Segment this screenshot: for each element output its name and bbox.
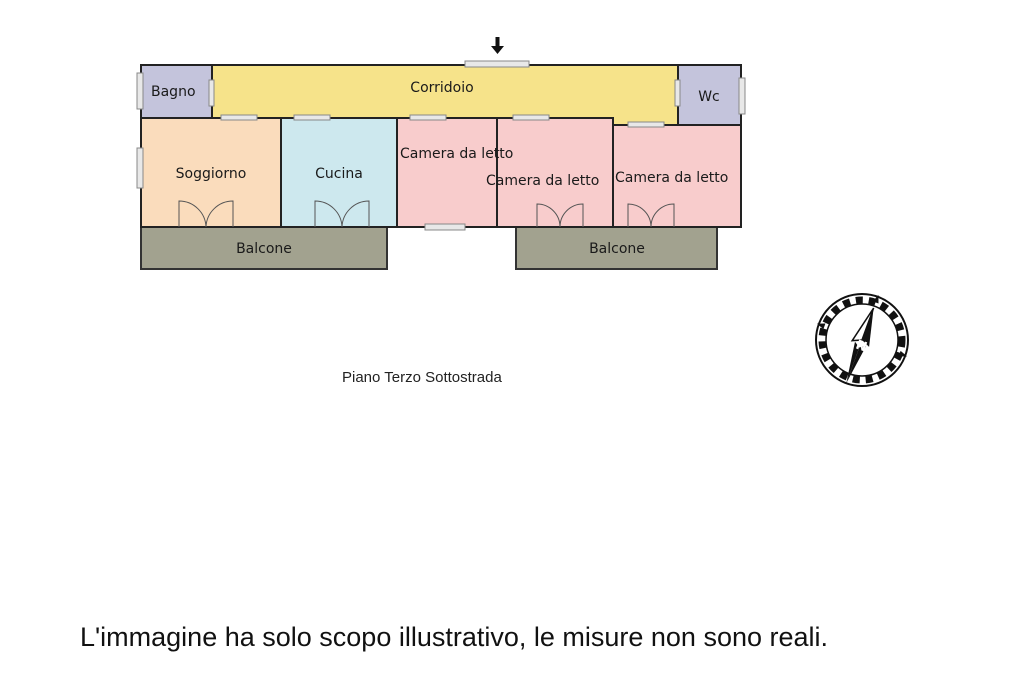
- balcone-left: [140, 226, 388, 270]
- camera1-label: Camera da letto: [400, 146, 513, 162]
- wc-room: [677, 64, 742, 126]
- camera1-room: [396, 117, 498, 228]
- entrance-arrow-icon: [491, 37, 504, 54]
- balcone-left-label: Balcone: [236, 241, 292, 257]
- compass-icon: N: [815, 293, 909, 387]
- disclaimer-text: L'immagine ha solo scopo illustrativo, l…: [80, 622, 829, 652]
- camera3-room: [612, 124, 742, 228]
- soggiorno-label: Soggiorno: [176, 166, 247, 182]
- cucina-room: [280, 117, 398, 228]
- balcone-right-label: Balcone: [589, 241, 645, 257]
- corridoio-label: Corridoio: [410, 80, 473, 96]
- compass-north-label: N: [853, 338, 868, 356]
- balcony-doors: [178, 200, 675, 228]
- camera2-room: [496, 117, 614, 228]
- balcone-right: [515, 226, 718, 270]
- windows: [136, 60, 746, 231]
- wc-label: Wc: [698, 89, 720, 105]
- bagno-label: Bagno: [151, 84, 196, 100]
- camera2-label: Camera da letto: [486, 173, 599, 189]
- cucina-label: Cucina: [315, 166, 363, 182]
- camera3-label: Camera da letto: [615, 170, 728, 186]
- floor-level-label: Piano Terzo Sottostrada: [342, 369, 502, 386]
